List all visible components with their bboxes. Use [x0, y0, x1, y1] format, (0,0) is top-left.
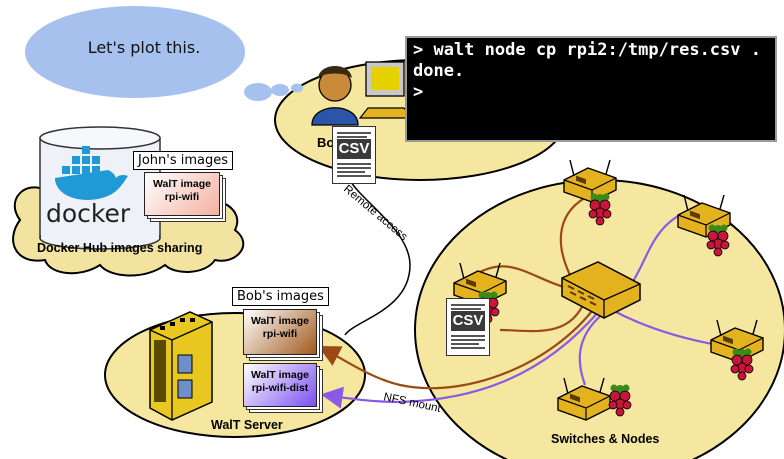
csv-document-icon: CSV [446, 298, 490, 356]
switches-nodes-caption: Switches & Nodes [551, 432, 660, 446]
terminal-line: > [413, 82, 424, 102]
terminal-window: > walt node cp rpi2:/tmp/res.csv . done.… [405, 36, 777, 142]
speech-bubble-text: Let's plot this. [87, 38, 201, 57]
server-images-title: Bob's images [232, 287, 329, 306]
network-switch [561, 261, 641, 319]
docker-images-title: John's images [133, 151, 234, 170]
server-image-card-1: WalT image rpi-wifi [243, 309, 317, 355]
computer-icon [358, 61, 414, 119]
docker-logo-text: docker [46, 199, 131, 228]
walt-server-icon [149, 311, 213, 421]
thought-dot-small [291, 83, 303, 93]
csv-label: CSV [451, 311, 485, 331]
server-image-card-2: WalT image rpi-wifi-dist [243, 363, 317, 407]
brown-cables [318, 194, 601, 390]
thought-dot-medium [271, 84, 289, 96]
terminal-line: > walt node cp rpi2:/tmp/res.csv . [413, 40, 761, 60]
terminal-line: done. [413, 61, 465, 81]
speech-bubble [25, 6, 245, 98]
thought-dot-large [244, 83, 272, 101]
purple-cables [320, 208, 719, 409]
remote-access-line [344, 179, 411, 336]
csv-document-icon: CSV [332, 126, 376, 184]
docker-hub-caption: Docker Hub images sharing [37, 241, 203, 255]
walt-server-caption: WalT Server [211, 418, 283, 432]
csv-label: CSV [337, 139, 371, 159]
remote-access-label: Remote access [341, 183, 410, 243]
user-icon [311, 66, 359, 126]
docker-whale-icon [55, 146, 128, 200]
docker-image-card: WalT image rpi-wifi [144, 172, 220, 216]
